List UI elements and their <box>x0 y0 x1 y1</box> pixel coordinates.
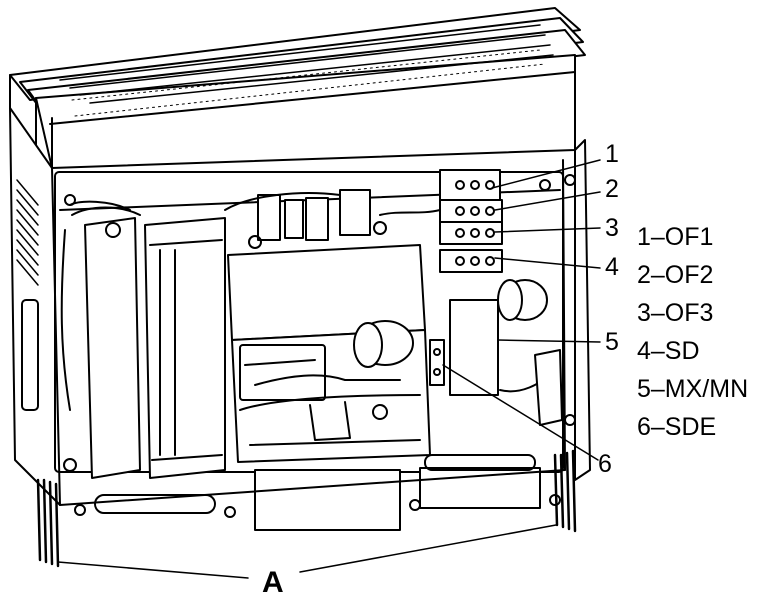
legend-item-sd: 4–SD <box>637 337 700 365</box>
bottom-plates <box>59 454 566 531</box>
right-side-panel <box>562 139 591 481</box>
top-cover <box>9 7 586 169</box>
coil-module <box>429 279 563 426</box>
callout-6: 6 <box>598 450 612 478</box>
top-connectors <box>224 189 441 249</box>
legend-item-sde: 6–SDE <box>637 413 717 441</box>
legend: 1–OF1 2–OF2 3–OF3 4–SD 5–MX/MN 6–SDE <box>637 222 748 450</box>
legend-item-mx-mn: 5–MX/MN <box>637 375 749 403</box>
callout-3: 3 <box>605 214 619 242</box>
left-module <box>60 200 226 479</box>
callout-4: 4 <box>605 253 619 281</box>
callout-1: 1 <box>605 140 619 168</box>
legend-item-of1: 1–OF1 <box>637 223 714 251</box>
leader-lines <box>57 159 601 579</box>
legend-item-of3: 3–OF3 <box>637 299 714 327</box>
label-a: A <box>262 566 284 599</box>
left-side-panel <box>9 107 61 506</box>
central-mechanism <box>227 244 431 463</box>
legend-item-of2: 2–OF2 <box>637 261 714 289</box>
rear-terminals <box>36 449 577 568</box>
auxiliary-contact-block <box>439 169 503 273</box>
callout-5: 5 <box>605 328 619 356</box>
callout-2: 2 <box>605 175 619 203</box>
